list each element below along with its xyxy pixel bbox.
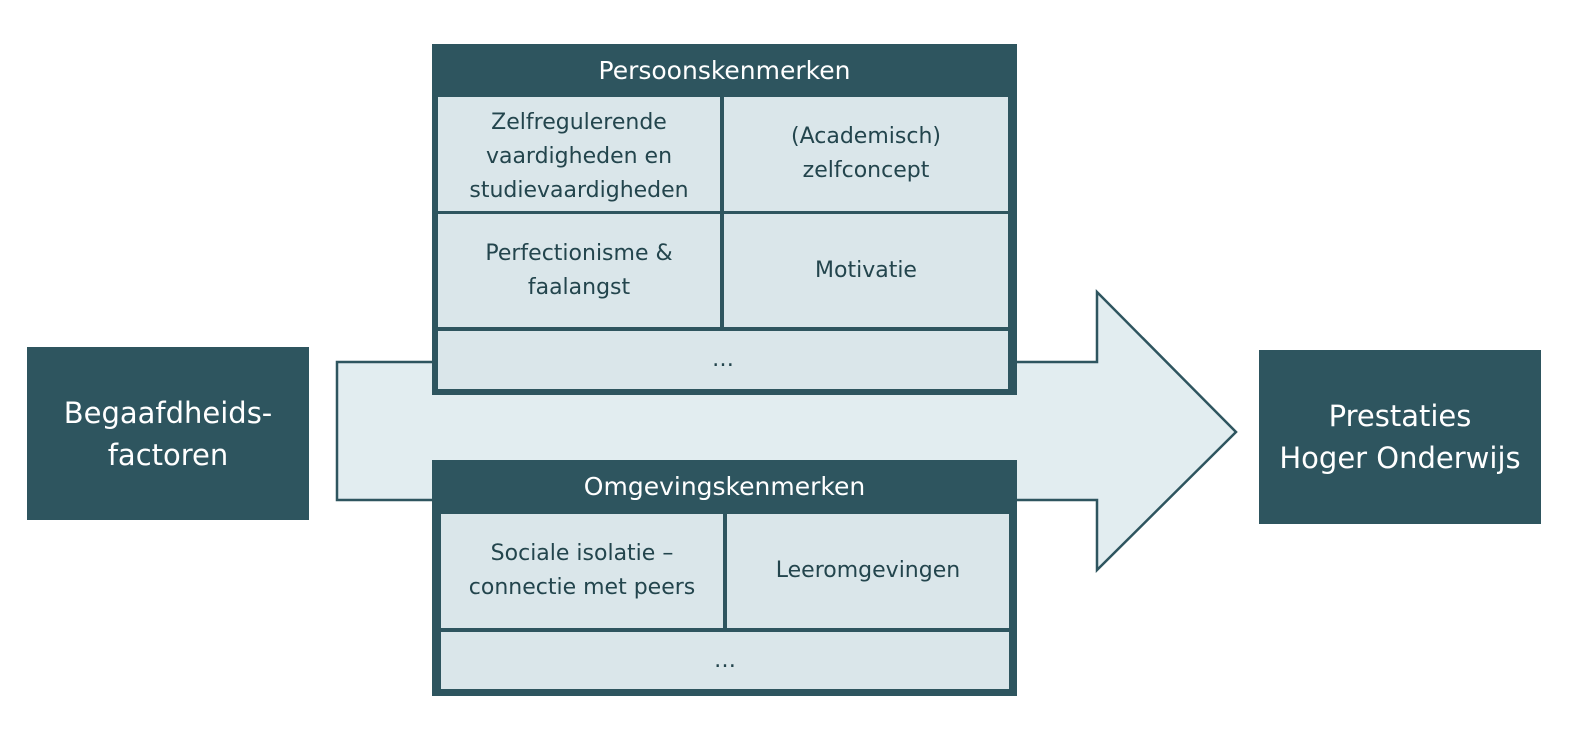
omgevingskenmerken-panel: Omgevingskenmerken Sociale isolatie – co… xyxy=(432,460,1017,696)
begaafdheidsfactoren-box: Begaafdheids- factoren xyxy=(27,347,309,520)
cell-leeromgevingen: Leeromgevingen xyxy=(727,514,1009,628)
persoonskenmerken-panel: Persoonskenmerken Zelfregulerende vaardi… xyxy=(432,44,1017,395)
begaafdheidsfactoren-label: Begaafdheids- factoren xyxy=(63,395,273,472)
cell-zelfregulerende: Zelfregulerende vaardigheden en studieva… xyxy=(438,97,720,211)
cell-motivatie: Motivatie xyxy=(724,214,1008,327)
cell-omgeving-more: … xyxy=(441,632,1009,689)
persoonskenmerken-title: Persoonskenmerken xyxy=(598,55,851,85)
prestaties-box: Prestaties Hoger Onderwijs xyxy=(1259,350,1541,524)
cell-persoon-more: … xyxy=(438,331,1008,389)
cell-zelfconcept: (Academisch) zelfconcept xyxy=(724,97,1008,211)
prestaties-label: Prestaties Hoger Onderwijs xyxy=(1279,399,1521,475)
cell-perfectionisme: Perfectionisme & faalangst xyxy=(438,214,720,327)
omgevingskenmerken-title: Omgevingskenmerken xyxy=(583,471,866,501)
cell-sociale-isolatie: Sociale isolatie – connectie met peers xyxy=(441,514,723,628)
